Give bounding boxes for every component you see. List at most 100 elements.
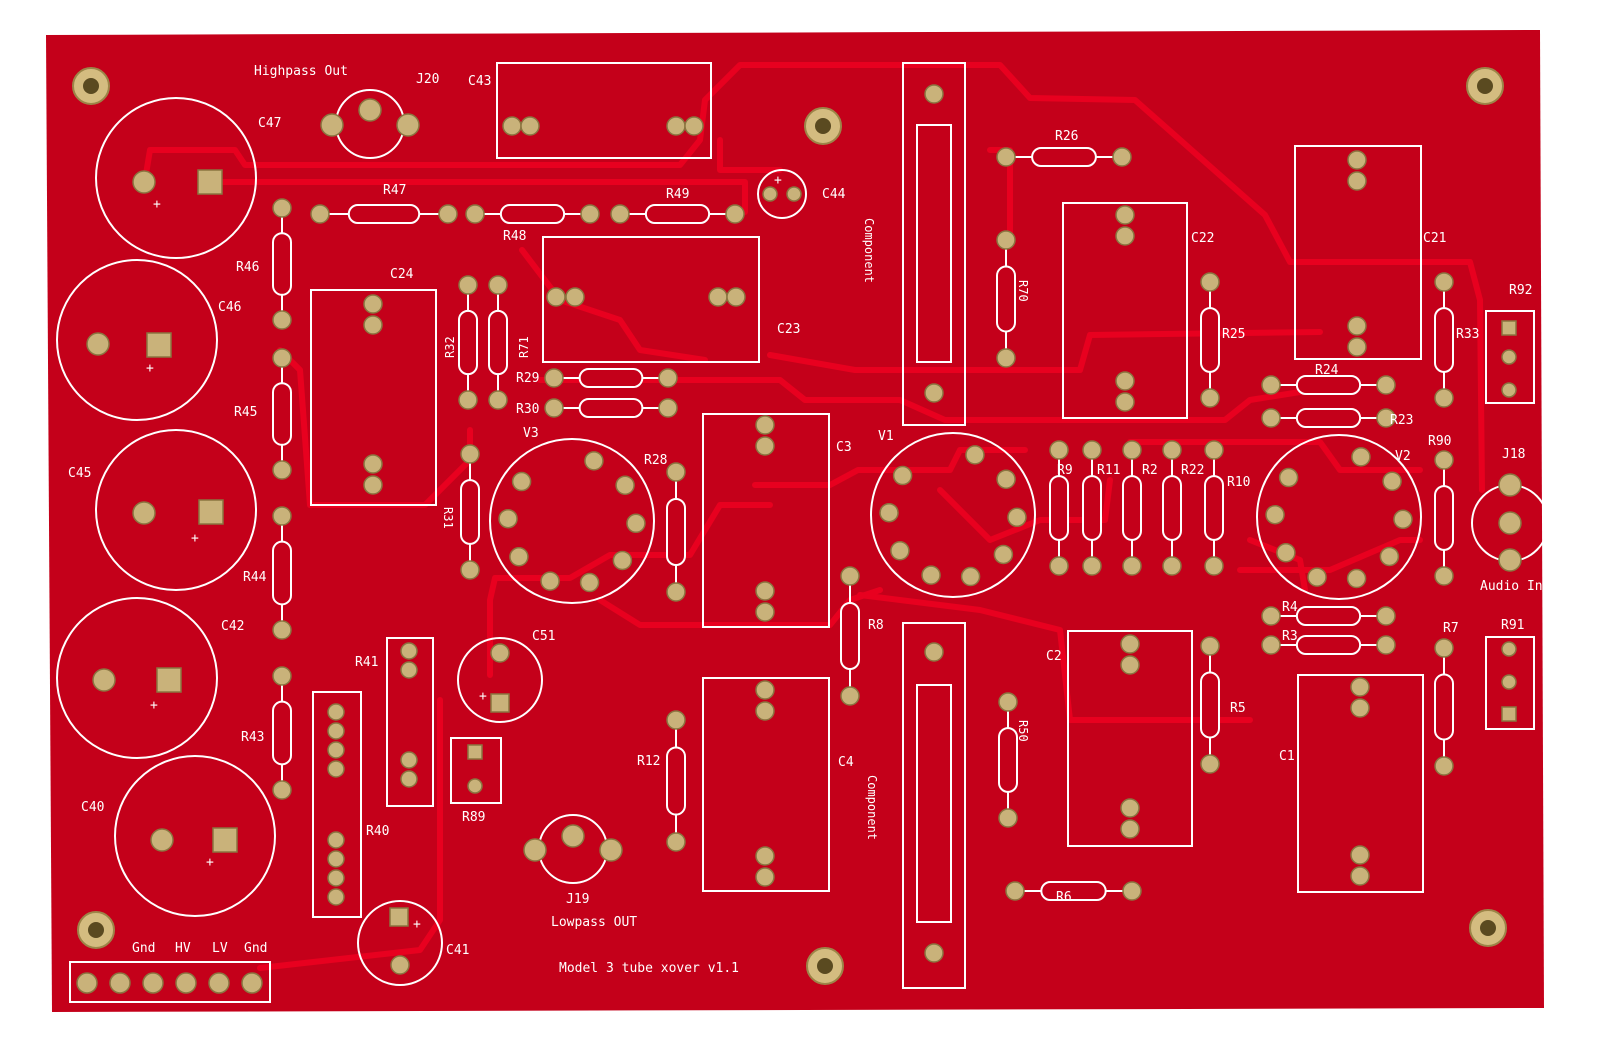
resistor-R46: [272, 198, 292, 330]
label-R48: R48: [503, 229, 526, 244]
resistor-R30: [544, 398, 678, 418]
tube-pin: [579, 572, 600, 593]
rca-jacks: [320, 89, 1549, 884]
tube-pin: [1007, 507, 1027, 528]
label-C44: C44: [822, 187, 846, 202]
label-R25: R25: [1222, 327, 1245, 342]
tube-pin: [1278, 467, 1299, 488]
label-R28: R28: [644, 453, 667, 468]
tube-pin: [626, 513, 646, 534]
plus-C40: +: [206, 855, 214, 870]
label-R24: R24: [1315, 363, 1339, 378]
resistor-R32: [458, 275, 478, 410]
board-substrate: [46, 30, 1544, 1012]
label-R12: R12: [637, 754, 660, 769]
label-R22: R22: [1181, 463, 1204, 478]
label-R30: R30: [516, 402, 539, 417]
label-gnd-1: Gnd: [132, 941, 155, 956]
label-C4: C4: [838, 755, 854, 770]
tube-pin: [993, 544, 1014, 565]
label-R6: R6: [1056, 890, 1072, 905]
label-R41: R41: [355, 655, 378, 670]
tube-pin: [1379, 546, 1400, 567]
label-gnd-2: Gnd: [244, 941, 267, 956]
board-title: Model 3 tube xover v1.1: [559, 961, 739, 976]
resistor-R11: [1082, 440, 1102, 576]
label-R5: R5: [1230, 701, 1246, 716]
plus-C45: +: [191, 531, 199, 546]
label-R40: R40: [366, 824, 389, 839]
resistor-R90: [1434, 450, 1454, 586]
label-R32: R32: [443, 336, 457, 358]
tube-sockets: [489, 432, 1422, 604]
tube-pin: [960, 566, 981, 587]
component-slots: [902, 62, 966, 989]
label-R44: R44: [243, 570, 267, 585]
label-R4: R4: [1282, 600, 1298, 615]
label-audio-in: Audio In: [1480, 579, 1543, 594]
label-J20: J20: [416, 72, 439, 87]
label-R8: R8: [868, 618, 884, 633]
label-R91: R91: [1501, 618, 1524, 633]
label-R47: R47: [383, 183, 406, 198]
tube-pin: [921, 565, 941, 585]
label-R45: R45: [234, 405, 257, 420]
plus-C47: +: [153, 197, 161, 212]
label-C24: C24: [390, 267, 414, 282]
resistor-R6: [1005, 881, 1142, 901]
plus-C41: +: [413, 917, 421, 932]
label-R71: R71: [517, 336, 531, 358]
resistor-R10: [1204, 440, 1224, 576]
resistor-R8: [840, 566, 860, 706]
label-R50: R50: [1016, 720, 1030, 742]
resistor-R50: [998, 692, 1018, 828]
label-C42: C42: [221, 619, 244, 634]
tube-pin: [511, 471, 532, 492]
resistor-R43: [272, 666, 292, 800]
tube-pin: [892, 465, 913, 486]
tube-pin: [879, 502, 899, 523]
label-lowpass-out: Lowpass OUT: [551, 915, 637, 930]
tube-pin: [612, 550, 633, 571]
resistor-R48: [465, 204, 600, 224]
resistor-R7: [1434, 638, 1454, 776]
label-R7: R7: [1443, 621, 1459, 636]
resistor-R44: [272, 506, 292, 640]
label-V2: V2: [1395, 449, 1411, 464]
resistor-R33: [1434, 272, 1454, 408]
resistor-R9: [1049, 440, 1069, 576]
label-C40: C40: [81, 800, 104, 815]
resistor-R25: [1200, 272, 1220, 408]
silkscreen-labels: Highpass Out J20 C47 C43 C44 R47 R48 R49…: [68, 64, 1543, 976]
resistor-R31: [460, 444, 480, 580]
label-R10: R10: [1227, 475, 1250, 490]
headers: [69, 310, 1535, 1003]
tube-pin: [890, 540, 910, 561]
tube-pin: [1382, 471, 1402, 492]
label-C3: C3: [836, 440, 852, 455]
tube-pin: [498, 508, 518, 529]
label-hv: HV: [175, 941, 191, 956]
resistor-R23: [1261, 408, 1396, 428]
copper-traces: [142, 62, 1485, 971]
resistor-R5: [1200, 636, 1220, 774]
label-component-bottom: Component: [865, 775, 879, 840]
tube-pin: [540, 571, 560, 591]
label-R31: R31: [441, 507, 455, 529]
resistor-R2: [1122, 440, 1142, 576]
electrolytic-caps: [56, 97, 807, 986]
resistor-R26: [996, 147, 1132, 167]
plus-C51: +: [479, 689, 487, 704]
tube-pin: [1351, 447, 1371, 467]
label-R33: R33: [1456, 327, 1479, 342]
label-J19: J19: [566, 892, 589, 907]
label-R89: R89: [462, 810, 485, 825]
resistor-R12: [666, 710, 686, 852]
label-lv: LV: [212, 941, 228, 956]
label-C41: C41: [446, 943, 469, 958]
label-R90: R90: [1428, 434, 1451, 449]
resistor-R47: [310, 204, 458, 224]
label-C51: C51: [532, 629, 555, 644]
resistor-R49: [610, 204, 745, 224]
